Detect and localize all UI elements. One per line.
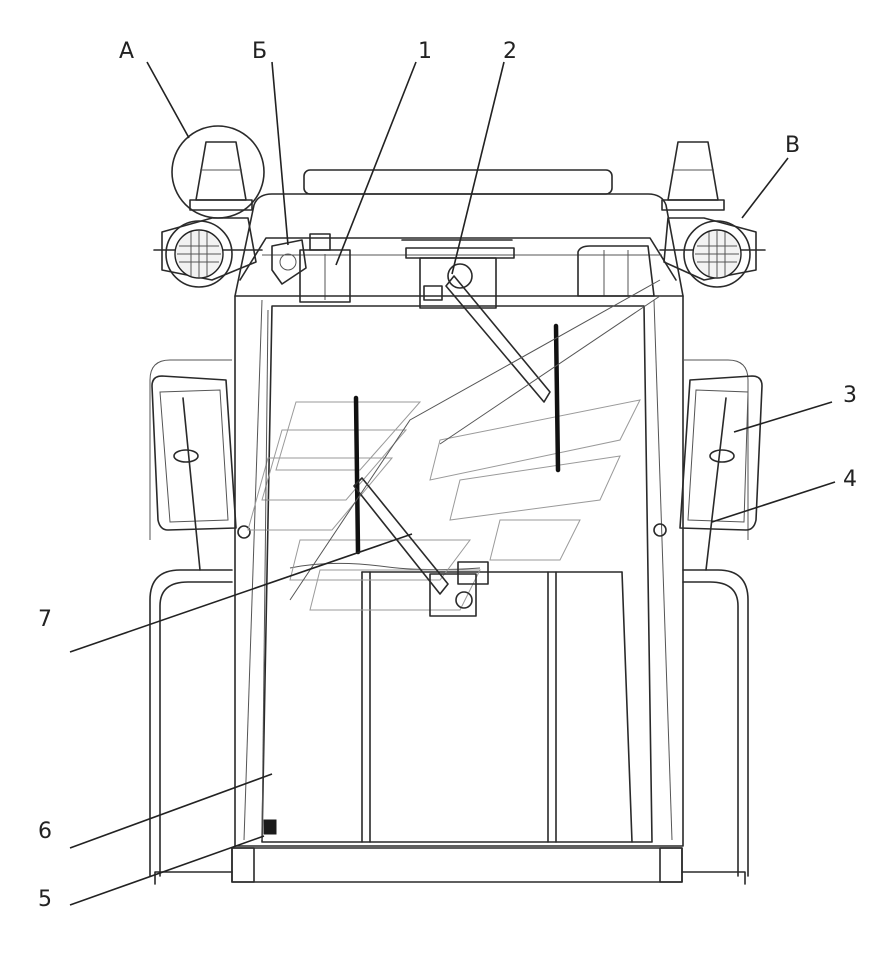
sensor-5 <box>263 819 277 835</box>
callout-1: 1 <box>418 39 432 64</box>
roof-fitting-b <box>271 239 307 285</box>
callout-a: A <box>119 39 134 64</box>
wiring-harness <box>261 279 661 841</box>
beacon-light-right <box>661 141 725 211</box>
beacon-light-left <box>189 141 253 211</box>
callout-7: 7 <box>38 607 52 632</box>
leader-lines <box>69 61 836 906</box>
cab-frame <box>234 295 684 847</box>
front-wiper <box>445 275 561 473</box>
mirror-right <box>653 375 763 571</box>
callout-b-cyr: Б <box>252 39 267 64</box>
front-wiper-motor-assembly <box>401 239 515 309</box>
windscreen-logo <box>247 399 641 611</box>
rear-wiper <box>353 395 489 617</box>
detail-circle-a <box>171 125 265 219</box>
callout-v-cyr: В <box>785 133 800 158</box>
washer-tank <box>299 233 351 303</box>
callout-5: 5 <box>38 887 52 912</box>
work-light-left <box>153 217 263 288</box>
work-light-right <box>659 217 766 288</box>
cab-bottom-frame <box>154 819 746 885</box>
callout-2: 2 <box>503 39 517 64</box>
callout-6: 6 <box>38 819 52 844</box>
mirror-left <box>151 375 251 571</box>
roof-duct-right <box>577 245 655 297</box>
callout-3: 3 <box>843 383 857 408</box>
side-handrails <box>149 359 749 877</box>
callout-4: 4 <box>843 467 857 492</box>
cab-roof <box>234 169 684 297</box>
